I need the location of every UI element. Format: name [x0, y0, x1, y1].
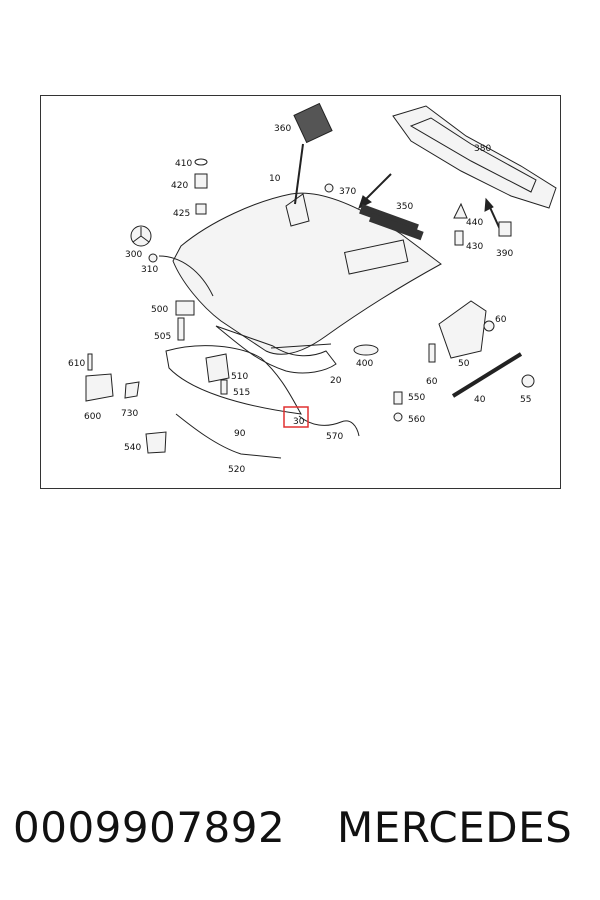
- exploded-view: 360 380 410 420 425 10 370 350 440 430 3…: [68, 102, 557, 475]
- callout-300: 300: [125, 250, 142, 260]
- callout-500: 500: [151, 305, 168, 315]
- brand-name: MERCEDES: [337, 803, 573, 852]
- callout-430: 430: [466, 242, 483, 252]
- callout-560: 560: [408, 415, 425, 425]
- callout-20: 20: [330, 376, 342, 386]
- vents-350: [359, 204, 424, 241]
- arrow-head-icon: [484, 197, 494, 212]
- latch-600: [85, 373, 114, 402]
- callout-30: 30: [293, 417, 305, 427]
- product-caption: 0009907892 MERCEDES: [0, 795, 600, 865]
- screw-515: [220, 379, 228, 395]
- seal-90: [165, 345, 302, 415]
- grille-360: [293, 102, 333, 205]
- callout-550: 550: [408, 393, 425, 403]
- hinge-50: [438, 300, 487, 359]
- callout-570: 570: [326, 432, 343, 442]
- clip-730: [124, 381, 140, 399]
- callout-510: 510: [231, 372, 248, 382]
- spring-505: [177, 317, 185, 341]
- nut-560: [393, 412, 403, 422]
- part-number: 0009907892: [13, 803, 286, 852]
- callout-350: 350: [396, 202, 413, 212]
- bolt-60-lower: [428, 343, 436, 363]
- callout-380: 380: [474, 144, 491, 154]
- ball-stud-55: [521, 374, 535, 388]
- callout-440: 440: [466, 218, 483, 228]
- callout-310: 310: [141, 265, 158, 275]
- vent-opening: [343, 239, 409, 275]
- clip-540: [145, 431, 167, 454]
- parts-diagram: 360 380 410 420 425 10 370 350 440 430 3…: [40, 95, 561, 489]
- callout-60-bottom: 60: [426, 377, 438, 387]
- cap-390: [498, 221, 512, 237]
- callout-730: 730: [121, 409, 138, 419]
- callout-390: 390: [496, 249, 513, 259]
- highlight-box: [283, 406, 309, 428]
- nut-425: [195, 203, 207, 215]
- screw-430: [454, 230, 464, 246]
- screw-550: [393, 391, 403, 405]
- bracket-500: [175, 300, 195, 316]
- callout-50: 50: [458, 359, 470, 369]
- callout-90: 90: [234, 429, 246, 439]
- callout-360: 360: [274, 124, 291, 134]
- callout-40: 40: [474, 395, 486, 405]
- hood-panel: [172, 192, 442, 355]
- bolt-420: [194, 173, 208, 189]
- cable-520: [175, 413, 282, 459]
- gas-strut-40: [451, 352, 523, 398]
- screw-610: [87, 353, 93, 371]
- lock-510: [205, 353, 230, 383]
- washer-410: [194, 158, 208, 166]
- callout-600: 600: [84, 412, 101, 422]
- emblem-400: [353, 344, 379, 356]
- insulation-20: [270, 343, 332, 349]
- callout-60-top: 60: [495, 315, 507, 325]
- buffer-440: [453, 202, 468, 219]
- callout-540: 540: [124, 443, 141, 453]
- hood-scoop: [285, 193, 310, 227]
- bolt-60: [483, 320, 495, 332]
- cable-570: [298, 415, 360, 437]
- callout-505: 505: [154, 332, 171, 342]
- callout-420: 420: [171, 181, 188, 191]
- callout-410: 410: [175, 159, 192, 169]
- clip-310: [148, 253, 158, 263]
- callout-370: 370: [339, 187, 356, 197]
- callout-520: 520: [228, 465, 245, 475]
- hood-inner-frame: [215, 325, 337, 374]
- callout-610: 610: [68, 359, 85, 369]
- callout-400: 400: [356, 359, 373, 369]
- callout-425: 425: [173, 209, 190, 219]
- clip-370: [324, 183, 334, 193]
- cowl-380: [392, 105, 557, 209]
- callout-55: 55: [520, 395, 531, 405]
- callout-10: 10: [269, 174, 281, 184]
- callout-515: 515: [233, 388, 250, 398]
